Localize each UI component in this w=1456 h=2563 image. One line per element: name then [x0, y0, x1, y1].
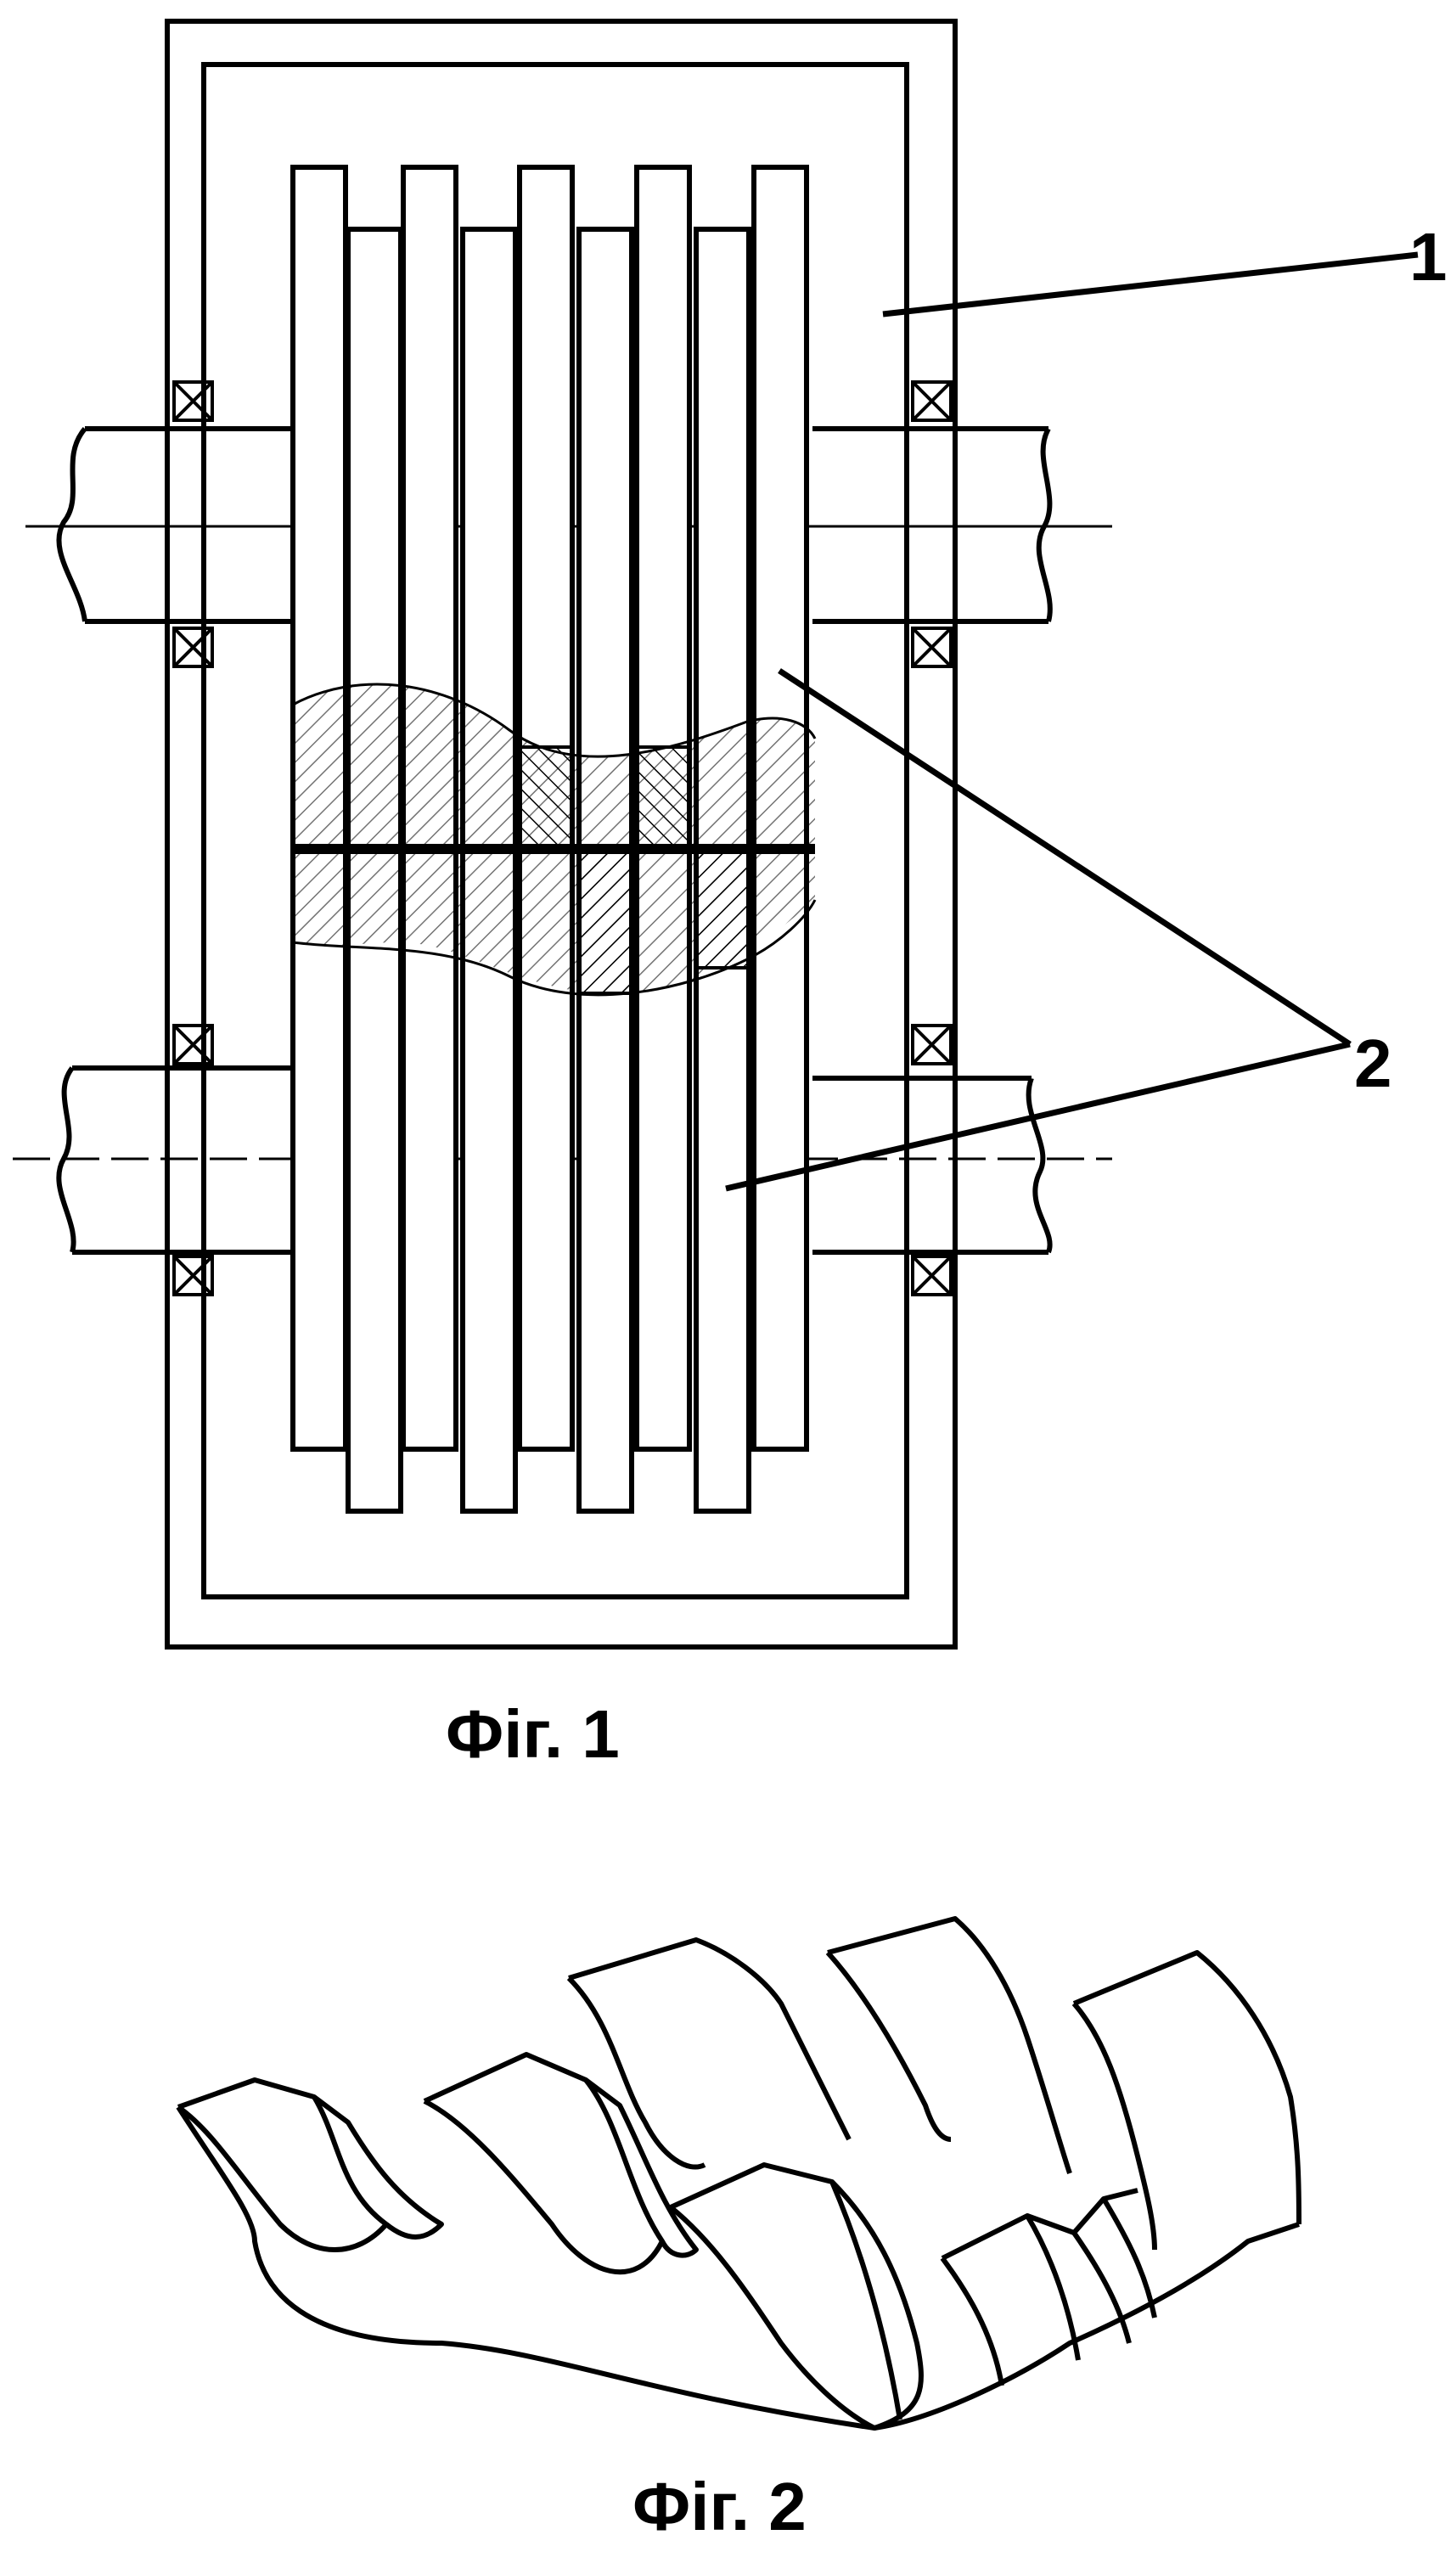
- callout-housing-label: 1: [1409, 219, 1448, 295]
- bearing-upper-left-bottom: [172, 627, 214, 668]
- gear-rack-body: [176, 2105, 1300, 2431]
- tooth-2: [423, 2052, 699, 2275]
- bearing-lower-right-top: [911, 1024, 953, 1065]
- bearing-lower-left-bottom: [172, 1255, 214, 1296]
- leader-gears-lower: [725, 1041, 1351, 1192]
- figure-1-caption: Фіг. 1: [446, 1696, 620, 1772]
- gearbox-housing: [165, 19, 958, 1650]
- bearing-upper-right-bottom: [911, 627, 953, 668]
- bearing-upper-left-top: [172, 380, 214, 422]
- tooth-3: [566, 1937, 852, 2170]
- figure-2-caption: Фіг. 2: [632, 2469, 807, 2544]
- figure-2: [176, 1916, 1301, 2431]
- tooth-4: [825, 1916, 1072, 2174]
- tooth-1: [177, 2077, 444, 2252]
- bearing-lower-right-bottom: [911, 1255, 953, 1296]
- tooth-5: [1071, 1950, 1301, 2251]
- bearing-upper-right-top: [911, 380, 953, 422]
- tooth-edges: [1071, 2188, 1157, 2319]
- callout-leaders: [725, 251, 1419, 1192]
- bearings: [172, 380, 953, 1296]
- callout-gears-label: 2: [1354, 1026, 1392, 1101]
- tooth-6: [669, 2162, 924, 2431]
- mesh-section: [292, 683, 817, 997]
- leader-gears-upper: [778, 668, 1352, 1047]
- figure-1: [13, 19, 1419, 1650]
- tooth-7: [940, 2213, 1132, 2386]
- leader-housing: [882, 251, 1419, 318]
- bearing-lower-left-top: [172, 1024, 214, 1065]
